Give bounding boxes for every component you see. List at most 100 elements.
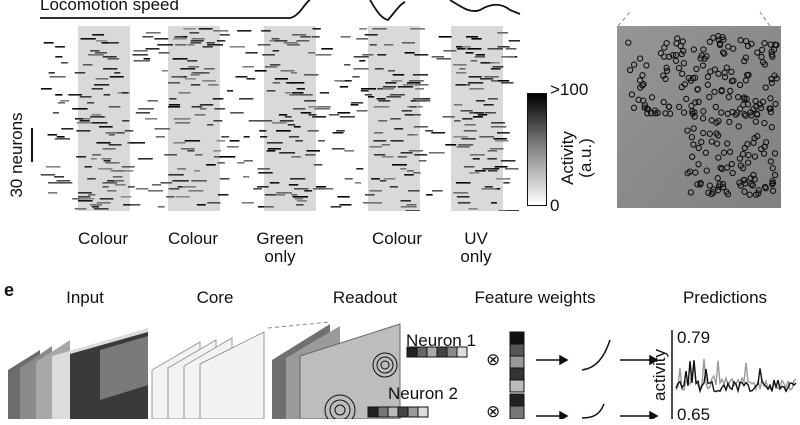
raster-spike	[460, 48, 470, 50]
raster-spike	[114, 72, 121, 74]
raster-spike	[369, 44, 377, 46]
cell-roi	[685, 74, 692, 82]
cell-roi	[744, 42, 752, 50]
raster-spike	[494, 166, 508, 168]
raster-spike	[266, 90, 276, 92]
raster-spike	[101, 158, 112, 160]
cell-roi	[755, 190, 762, 197]
cell-roi	[767, 95, 774, 102]
raster-spike	[487, 170, 498, 172]
raster-spike	[133, 60, 148, 62]
cell-roi	[767, 105, 774, 112]
raster-spike	[121, 166, 135, 168]
cell-roi	[725, 43, 732, 50]
raster-spike	[54, 138, 71, 140]
raster-spike	[290, 72, 297, 74]
raster-spike	[135, 112, 150, 114]
cell-roi	[706, 93, 713, 101]
cell-roi	[769, 165, 776, 172]
raster-spike	[445, 144, 457, 146]
input-image-stack	[8, 328, 148, 419]
raster-spike	[482, 168, 494, 170]
cell-roi	[724, 190, 732, 198]
raster-spike	[235, 76, 248, 78]
raster-spike	[300, 112, 312, 114]
raster-spike	[241, 202, 254, 204]
raster-spike	[382, 88, 394, 90]
raster-spike	[418, 160, 427, 162]
cell-roi	[719, 49, 727, 56]
raster-spike	[457, 202, 471, 204]
cell-roi	[761, 119, 768, 127]
raster-spike	[207, 202, 221, 204]
raster-spike	[295, 204, 304, 206]
colorbar-max-label: >100	[550, 80, 589, 99]
raster-spike	[264, 194, 276, 196]
raster-spike	[79, 120, 90, 122]
cell-roi	[661, 53, 668, 60]
raster-spike	[213, 120, 223, 122]
cell-roi	[741, 188, 748, 195]
raster-spike	[216, 140, 226, 142]
raster-spike	[120, 196, 132, 198]
raster-spike	[128, 204, 141, 206]
raster-spike	[257, 120, 273, 122]
raster-spike	[216, 40, 226, 42]
raster-spike	[122, 92, 129, 94]
raster-spike	[400, 200, 411, 202]
raster-spike	[161, 70, 169, 72]
cell-roi	[663, 64, 670, 71]
raster-spike	[257, 186, 269, 188]
feature-weight-column-1	[509, 331, 525, 393]
raster-spike	[364, 94, 372, 96]
raster-spike	[308, 52, 316, 54]
raster-spike	[376, 98, 386, 100]
raster-spike	[479, 136, 495, 138]
raster-spike	[269, 64, 281, 66]
raster-spike	[475, 170, 486, 172]
raster-spike	[415, 88, 424, 90]
cell-roi	[684, 127, 691, 134]
cell-roi	[744, 141, 751, 148]
raster-spike	[90, 50, 100, 52]
raster-spike	[334, 80, 345, 82]
header-core: Core	[196, 288, 234, 307]
raster-spike	[296, 88, 305, 90]
raster-spike	[221, 136, 230, 138]
raster-spike	[474, 56, 486, 58]
raster-spike	[291, 194, 298, 196]
raster-spike	[394, 128, 404, 130]
cell-roi	[652, 110, 659, 117]
raster-spike	[404, 174, 414, 176]
raster-spike	[272, 122, 287, 124]
raster-spike	[311, 36, 320, 38]
cell-roi	[711, 66, 719, 73]
raster-spike	[401, 42, 415, 44]
raster-spike	[407, 82, 421, 84]
raster-spike	[361, 88, 376, 90]
raster-spike	[272, 50, 280, 52]
cell-roi	[687, 189, 694, 196]
raster-spike	[330, 206, 342, 208]
raster-spike	[95, 78, 109, 80]
raster-spike	[96, 202, 111, 204]
raster-spike	[292, 196, 308, 198]
cell-roi	[743, 95, 750, 102]
raster-spike	[400, 206, 417, 208]
raster-spike	[103, 160, 111, 162]
raster-spike	[172, 38, 187, 40]
cell-roi	[680, 60, 688, 67]
raster-spike	[194, 170, 201, 172]
raster-spike	[378, 120, 388, 122]
raster-spike	[196, 204, 206, 206]
raster-spike	[305, 154, 316, 156]
cell-roi	[757, 145, 765, 153]
raster-spike	[501, 82, 514, 84]
raster-spike	[102, 182, 118, 184]
raster-spike	[284, 116, 292, 118]
header-predictions: Predictions	[682, 288, 768, 307]
raster-spike	[402, 84, 415, 86]
raster-spike	[84, 166, 92, 168]
cell-roi	[693, 65, 700, 73]
raster-spike	[453, 192, 469, 194]
